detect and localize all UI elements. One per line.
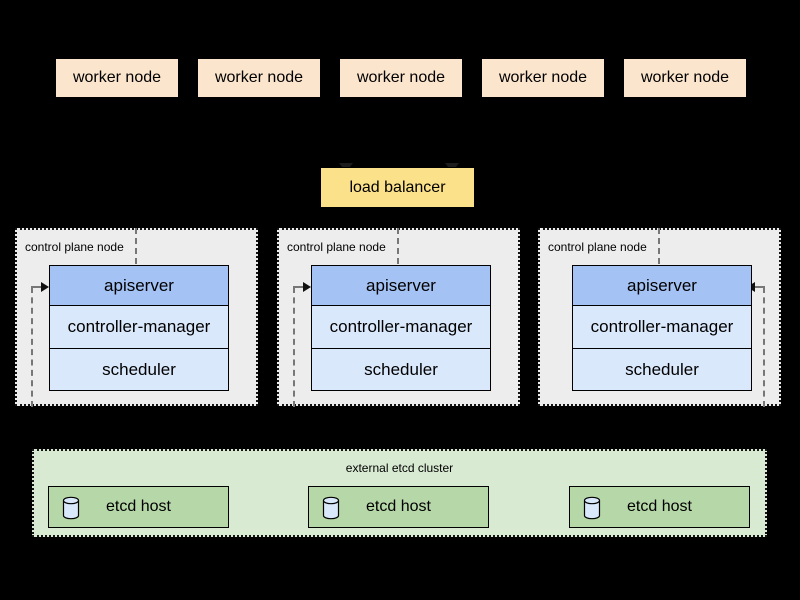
control-plane-node-label: control plane node (548, 240, 647, 254)
scheduler-label: scheduler (625, 359, 699, 379)
arrow-right-icon (303, 282, 311, 292)
apiserver-label: apiserver (366, 275, 436, 295)
apiserver-box: apiserver (49, 265, 229, 306)
scheduler-box: scheduler (311, 348, 491, 391)
load-balancer-box: load balancer (320, 167, 475, 208)
external-etcd-cluster-label: external etcd cluster (345, 461, 454, 475)
worker-node-label: worker node (72, 69, 162, 86)
scheduler-box: scheduler (572, 348, 752, 391)
etcd-connector-dashed-line (31, 287, 33, 407)
etcd-host-box: etcd host (308, 486, 489, 528)
worker-node-box: worker node (197, 58, 321, 98)
etcd-host-label: etcd host (627, 498, 692, 515)
etcd-host-box: etcd host (48, 486, 229, 528)
apiserver-connector-dashed-line (753, 286, 765, 288)
control-plane-node-box: control plane node apiserver controller-… (15, 228, 258, 407)
scheduler-label: scheduler (364, 359, 438, 379)
controller-manager-box: controller-manager (311, 305, 491, 349)
etcd-connector-dashed-line (293, 287, 295, 407)
apiserver-box: apiserver (572, 265, 752, 306)
control-plane-node-box: control plane node apiserver controller-… (538, 228, 781, 407)
controller-manager-label: controller-manager (329, 317, 473, 336)
apiserver-connector-dashed-line (293, 286, 305, 288)
lb-connector-dashed-line (658, 228, 660, 264)
etcd-host-label: etcd host (106, 498, 171, 515)
worker-node-label: worker node (356, 69, 446, 86)
database-cylinder-icon (583, 496, 601, 520)
apiserver-box: apiserver (311, 265, 491, 306)
worker-node-label: worker node (640, 69, 730, 86)
worker-node-label: worker node (214, 69, 304, 86)
apiserver-label: apiserver (104, 275, 174, 295)
controller-manager-box: controller-manager (572, 305, 752, 349)
worker-node-box: worker node (623, 58, 747, 98)
worker-node-box: worker node (55, 58, 179, 98)
worker-node-box: worker node (481, 58, 605, 98)
control-plane-node-label: control plane node (287, 240, 386, 254)
control-plane-node-box: control plane node apiserver controller-… (277, 228, 520, 407)
controller-manager-box: controller-manager (49, 305, 229, 349)
load-balancer-label: load balancer (349, 178, 446, 196)
database-cylinder-icon (62, 496, 80, 520)
database-cylinder-icon (322, 496, 340, 520)
worker-node-label: worker node (498, 69, 588, 86)
controller-manager-label: controller-manager (67, 317, 211, 336)
worker-node-box: worker node (339, 58, 463, 98)
controller-manager-label: controller-manager (590, 317, 734, 336)
etcd-host-label: etcd host (366, 498, 431, 515)
lb-connector-dashed-line (135, 228, 137, 264)
scheduler-label: scheduler (102, 359, 176, 379)
etcd-host-box: etcd host (569, 486, 750, 528)
apiserver-label: apiserver (627, 275, 697, 295)
apiserver-connector-dashed-line (31, 286, 43, 288)
etcd-connector-dashed-line (763, 287, 765, 407)
scheduler-box: scheduler (49, 348, 229, 391)
lb-connector-dashed-line (397, 228, 399, 264)
external-etcd-cluster-box: external etcd cluster etcd host etcd hos… (32, 449, 767, 537)
control-plane-node-label: control plane node (25, 240, 124, 254)
arrow-right-icon (41, 282, 49, 292)
